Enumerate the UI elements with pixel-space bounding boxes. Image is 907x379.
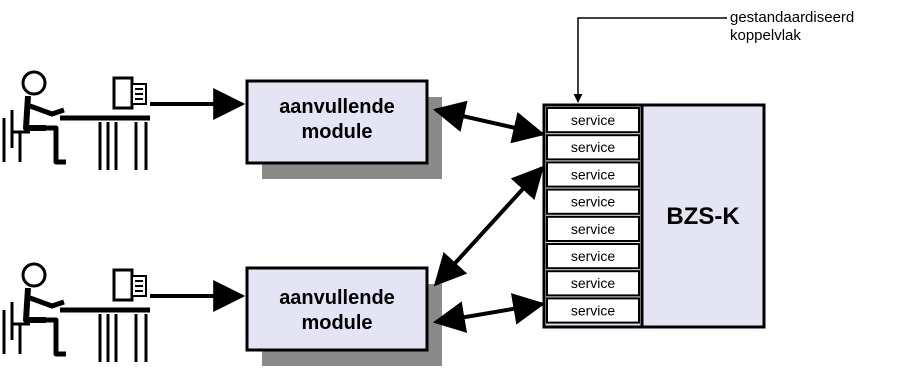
service-slot: service bbox=[546, 297, 640, 324]
annotation-line2: koppelvlak bbox=[730, 27, 801, 44]
service-stack: service service service service service servi… bbox=[546, 107, 640, 324]
service-label: service bbox=[571, 302, 616, 318]
service-slot: service bbox=[546, 107, 640, 134]
service-label: service bbox=[571, 275, 616, 291]
user-terminal-bottom bbox=[4, 264, 150, 362]
module-frame bbox=[245, 266, 429, 352]
arrow-module2-service3 bbox=[433, 165, 545, 287]
core-label: BZS-K bbox=[666, 203, 740, 230]
arrow-module1-service1 bbox=[432, 100, 546, 144]
module-label-line2: module bbox=[301, 121, 372, 143]
service-label: service bbox=[571, 166, 616, 182]
module-label-line2: module bbox=[301, 312, 372, 334]
service-label: service bbox=[571, 112, 616, 128]
service-label: service bbox=[571, 248, 616, 264]
service-slot: service bbox=[546, 243, 640, 270]
interface-annotation: gestandaardiseerd koppelvlak bbox=[573, 9, 854, 103]
user-at-terminal-icon bbox=[4, 264, 150, 362]
service-slot: service bbox=[546, 270, 640, 297]
service-slot-frame bbox=[546, 270, 640, 297]
arrow-module2-service8 bbox=[432, 293, 546, 333]
module-frame bbox=[245, 79, 429, 165]
service-slot: service bbox=[546, 215, 640, 243]
service-slot: service bbox=[546, 188, 640, 215]
service-slot-frame bbox=[546, 161, 640, 188]
service-slot: service bbox=[546, 134, 640, 161]
service-slot-frame bbox=[546, 215, 640, 243]
module-box-2: aanvullende module bbox=[245, 266, 442, 366]
service-label: service bbox=[571, 139, 616, 155]
service-slot: service bbox=[546, 161, 640, 188]
module-box-1: aanvullende module bbox=[245, 79, 442, 179]
service-label: service bbox=[571, 194, 616, 210]
service-label: service bbox=[571, 221, 616, 237]
service-slot-frame bbox=[546, 107, 640, 134]
service-slot-frame bbox=[546, 243, 640, 270]
annotation-pointer bbox=[573, 17, 727, 103]
service-slot-frame bbox=[546, 134, 640, 161]
module-label-line1: aanvullende bbox=[279, 96, 395, 118]
service-slot-frame bbox=[546, 188, 640, 215]
user-terminal-top bbox=[4, 72, 150, 170]
user-at-terminal-icon bbox=[4, 72, 150, 170]
module-label-line1: aanvullende bbox=[279, 287, 395, 309]
service-slot-frame bbox=[546, 297, 640, 324]
annotation-line1: gestandaardiseerd bbox=[730, 9, 854, 26]
